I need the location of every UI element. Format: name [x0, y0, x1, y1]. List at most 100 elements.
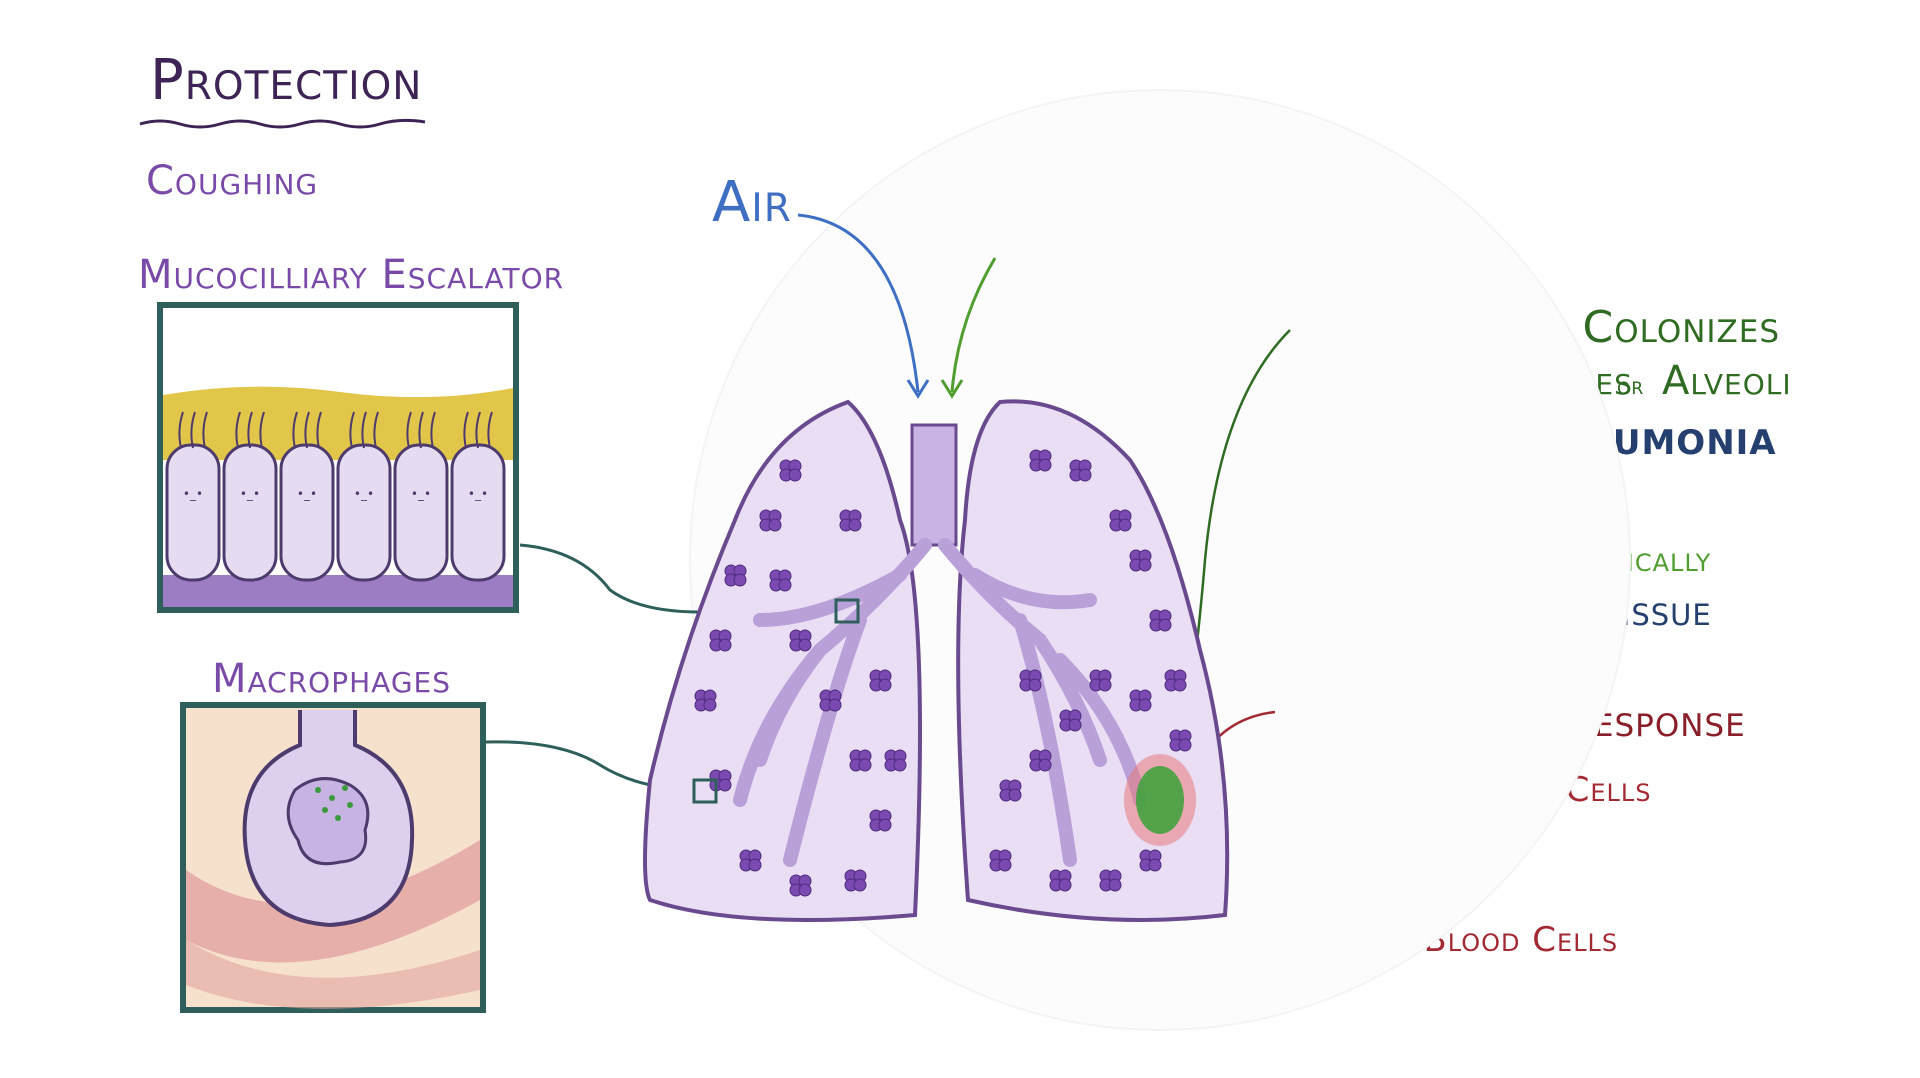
cilium [202, 411, 208, 449]
alveolus [769, 569, 783, 583]
alveolus [878, 818, 892, 832]
alveolus [1098, 678, 1112, 692]
cilium [259, 411, 265, 449]
alveolus [798, 883, 812, 897]
alveolus [858, 749, 872, 763]
alveolus [839, 518, 853, 532]
engulfed-microbes-icon [315, 785, 353, 821]
alveolus [1038, 758, 1052, 772]
alveolus [869, 818, 883, 832]
alveolus [709, 769, 723, 783]
left-bronchi [733, 538, 932, 867]
alveolus [789, 883, 803, 897]
alveolus [1058, 869, 1072, 883]
epithelial-cells: •_••_••_••_••_••_• [165, 411, 506, 582]
alveolus [989, 849, 1003, 863]
alveolus [724, 564, 738, 578]
alveolus [778, 578, 792, 592]
alveolus [1049, 878, 1063, 892]
blood-vessel [186, 840, 480, 963]
alveolus [1164, 678, 1178, 692]
alveolus [1068, 709, 1082, 723]
alveolus [789, 629, 803, 643]
cilium [418, 411, 424, 449]
alveolus [1118, 509, 1132, 523]
macrophage-box [180, 702, 486, 1013]
alveolus [759, 509, 773, 523]
alveolus [878, 809, 892, 823]
inflammatory-item-4-label: Red Blood Cells [1351, 920, 1619, 960]
cell-face-icon: •_• [411, 487, 431, 501]
blood-vessel-2 [186, 940, 480, 1009]
alveolus [853, 869, 867, 883]
alveolus [1129, 558, 1143, 572]
right-lung [956, 399, 1230, 922]
alveolus [1098, 669, 1112, 683]
alveolus [1029, 449, 1043, 463]
alveolus [789, 638, 803, 652]
cilium [349, 411, 355, 449]
alveolus [779, 468, 793, 482]
alveolus [1138, 689, 1152, 703]
alveolus [998, 849, 1012, 863]
alveolus [1059, 718, 1073, 732]
asterisk-icon: ✱ [1292, 536, 1325, 580]
epithelial-cell [222, 443, 278, 582]
alveolus [878, 678, 892, 692]
alveolus [709, 778, 723, 792]
cilium [247, 411, 253, 449]
epithelial-cell [279, 443, 335, 582]
alveolus [739, 849, 753, 863]
alveoli-clusters [694, 449, 1192, 897]
zoom-marker-mucociliary [834, 598, 860, 624]
inflammatory-item-3-label: Fluid [1351, 876, 1432, 916]
star-note-typically: typically [1580, 540, 1712, 580]
alveolus [869, 809, 883, 823]
alveolus [1019, 669, 1033, 683]
alveolus [1029, 749, 1043, 763]
alveolus [878, 669, 892, 683]
alveolus [1158, 609, 1172, 623]
alveolus [1118, 518, 1132, 532]
alveolus [1099, 878, 1113, 892]
alveolus [1108, 869, 1122, 883]
alveolus [999, 788, 1013, 802]
air-arrowhead-icon [906, 379, 930, 399]
alveolus [1068, 718, 1082, 732]
note-the: the [1332, 366, 1377, 401]
alveolus [1138, 698, 1152, 712]
mucus-layer [163, 386, 513, 460]
alveolus [694, 698, 708, 712]
alveolus [1178, 738, 1192, 752]
alveolus [1164, 669, 1178, 683]
mucociliary-box: •_••_••_••_••_••_• [157, 302, 519, 613]
cell-face-icon: •_• [297, 487, 317, 501]
alveolus [1139, 849, 1153, 863]
note-microbe-colonizes: Microbe Colonizes [1405, 302, 1781, 353]
cell-face-icon: •_• [468, 487, 488, 501]
epithelial-cell [165, 443, 221, 582]
alveolus [1049, 869, 1063, 883]
alveolus [1169, 729, 1183, 743]
mucociliary-label: Mucocilliary Escalator [138, 252, 565, 298]
coughing-label: Coughing [146, 158, 319, 204]
alveolus [893, 758, 907, 772]
alveolus [869, 669, 883, 683]
microbes-arrowhead-icon [940, 379, 964, 399]
alveolus [1149, 609, 1163, 623]
inflammatory-item-1-label: White Blood Cells [1351, 770, 1652, 810]
cell-face-icon: •_• [240, 487, 260, 501]
alveolus [1058, 878, 1072, 892]
alveolus [1028, 678, 1042, 692]
note-pneumonia: Pneumonia [1523, 410, 1777, 466]
alveolus [819, 689, 833, 703]
macrophages-label: Macrophages [212, 656, 451, 702]
alveolus [1038, 749, 1052, 763]
air-arrow [797, 213, 920, 393]
air-label: Air [712, 170, 792, 235]
alveolus [788, 459, 802, 473]
alveolus [703, 698, 717, 712]
alveolus-sac [242, 710, 415, 928]
alveolus [694, 689, 708, 703]
alveolus [1089, 678, 1103, 692]
